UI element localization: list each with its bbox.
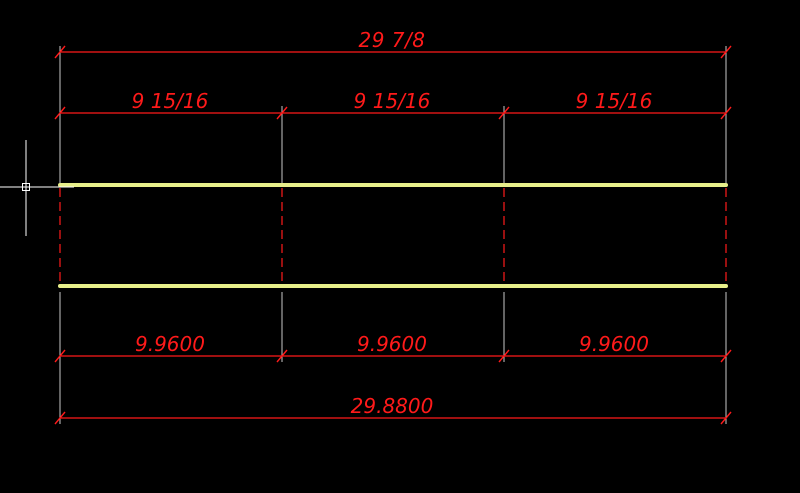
dim-text-top-segment-3[interactable]: 9 15/16 [576, 89, 653, 113]
dim-text-bottom-overall[interactable]: 29.8800 [351, 394, 434, 418]
tick-bottom-seg-3 [498, 349, 510, 363]
crosshair-cursor-icon [0, 140, 74, 236]
dimension-lines [60, 51, 726, 419]
extension-lines [59, 46, 727, 424]
dimension-texts: 29 7/8 9 15/16 9 15/16 9 15/16 9.9600 9.… [132, 28, 653, 418]
tick-top-overall-right [720, 45, 732, 59]
geometry-lines[interactable] [58, 183, 728, 288]
dim-text-bottom-segment-2[interactable]: 9.9600 [357, 332, 427, 356]
dim-text-bottom-segment-1[interactable]: 9.9600 [135, 332, 205, 356]
tick-top-seg-1 [54, 106, 66, 120]
tick-bottom-seg-2 [276, 349, 288, 363]
dim-text-top-overall[interactable]: 29 7/8 [359, 28, 426, 52]
dashed-lines [59, 188, 727, 283]
tick-bottom-overall-right [720, 411, 732, 425]
tick-bottom-seg-1 [54, 349, 66, 363]
dimension-ticks [54, 45, 732, 425]
tick-top-seg-4 [720, 106, 732, 120]
tick-top-overall-left [54, 45, 66, 59]
tick-top-seg-3 [498, 106, 510, 120]
dim-text-top-segment-1[interactable]: 9 15/16 [132, 89, 209, 113]
dim-text-top-segment-2[interactable]: 9 15/16 [354, 89, 431, 113]
crosshair-pickbox [22, 183, 30, 191]
dim-text-bottom-segment-3[interactable]: 9.9600 [579, 332, 649, 356]
tick-top-seg-2 [276, 106, 288, 120]
tick-bottom-seg-4 [720, 349, 732, 363]
tick-bottom-overall-left [54, 411, 66, 425]
